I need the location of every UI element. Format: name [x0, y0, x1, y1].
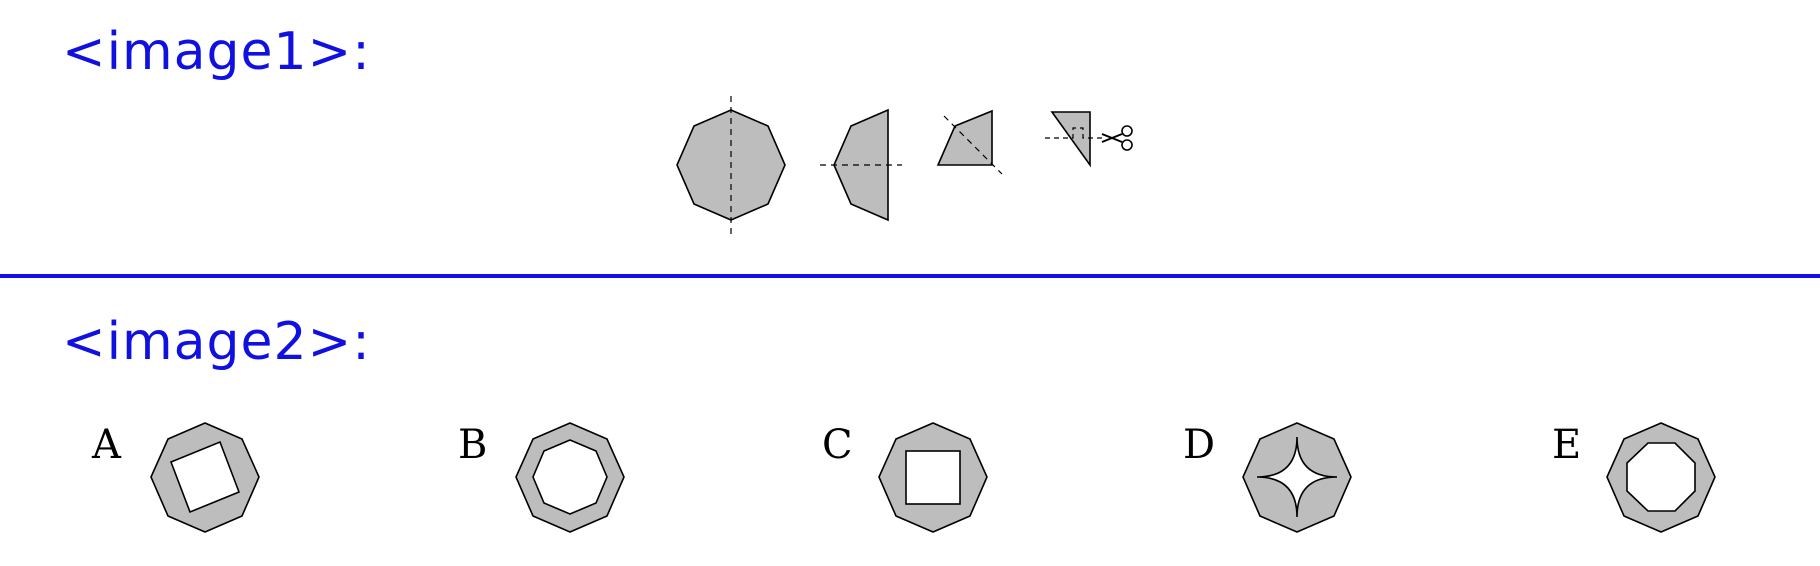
fold-step-4: [1045, 111, 1103, 168]
fold-step-3: [936, 109, 1003, 175]
cutout-four-point-star: [1256, 436, 1338, 518]
scissors-icon: [1101, 125, 1133, 151]
fold-step-2: [820, 108, 902, 222]
option-letter: D: [1183, 422, 1215, 468]
cutout-tilted-square: [169, 440, 241, 514]
image1-label: <image1>:: [62, 22, 371, 82]
option-letter: C: [822, 422, 853, 468]
option-letter: E: [1552, 422, 1581, 468]
section-divider: [0, 274, 1820, 278]
option-letter: B: [458, 422, 487, 468]
option-b[interactable]: B: [458, 422, 625, 533]
cutout-octagon: [532, 439, 608, 515]
option-letter: A: [91, 422, 122, 468]
option-e[interactable]: E: [1552, 422, 1716, 533]
option-c[interactable]: C: [822, 422, 988, 533]
option-a[interactable]: A: [91, 422, 260, 533]
image2-label: <image2>:: [62, 312, 371, 372]
cutout-square: [905, 450, 961, 505]
cutout-large-octagon: [1626, 442, 1696, 512]
fold-step-1: [676, 96, 786, 234]
option-d[interactable]: D: [1183, 422, 1352, 533]
